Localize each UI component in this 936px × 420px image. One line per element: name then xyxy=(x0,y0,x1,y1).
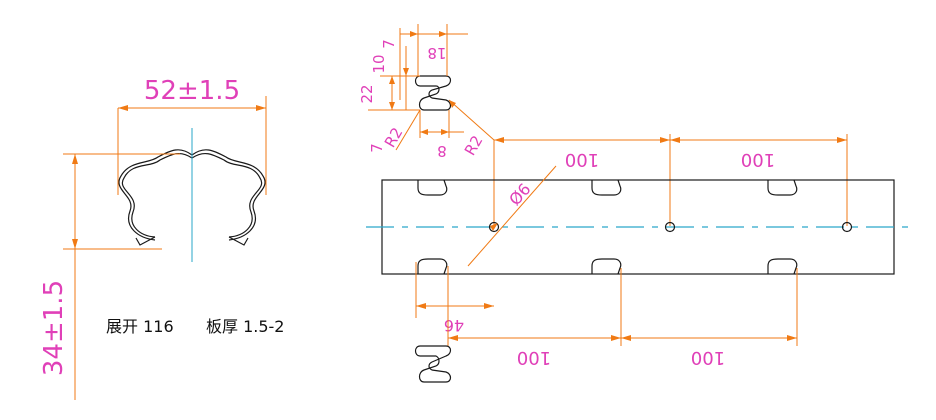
offset-46-label: 46 xyxy=(444,316,464,335)
slot-detail: 7 18 10 22 7 R2 8 R2 xyxy=(358,24,495,160)
hole-diameter-label: Ø6 xyxy=(505,179,534,209)
unfold-note: 展开 116 xyxy=(106,317,174,336)
profile-section: 52±1.5 34±1.5 展开 116 板厚 1.5-2 xyxy=(39,76,285,400)
slot-dim-8-label: 8 xyxy=(437,142,447,160)
bottom-spacing-2-label: 100 xyxy=(691,347,725,368)
bar-slot-bottom-3 xyxy=(767,258,798,275)
bar-hole-3 xyxy=(841,221,853,233)
top-spacing-2-label: 100 xyxy=(741,149,775,170)
bar-slot-top-2 xyxy=(591,179,622,196)
bar-slot-top-3 xyxy=(767,179,798,196)
bar-view: 100 100 Ø6 46 xyxy=(366,134,908,383)
bar-slot-top-1 xyxy=(417,179,448,196)
bar-hole-2 xyxy=(664,221,676,233)
profile-width-label: 52±1.5 xyxy=(144,76,240,106)
bar-slot-bottom-1 xyxy=(417,258,448,275)
top-spacing-1-label: 100 xyxy=(565,149,599,170)
slot-dim-10-label: 10 xyxy=(370,54,388,73)
slot-dim-22-label: 22 xyxy=(358,84,376,103)
slot-symbol xyxy=(414,345,452,383)
bar-slot-bottom-2 xyxy=(591,258,622,275)
slot-dim-18-label: 18 xyxy=(427,44,446,62)
slot-dim-7b-label: 7 xyxy=(368,143,386,153)
bottom-spacing-1-label: 100 xyxy=(517,347,551,368)
profile-height-label: 34±1.5 xyxy=(39,280,69,376)
slot-dim-7-label: 7 xyxy=(380,39,398,49)
slot-radius-right-label: R2 xyxy=(461,132,487,158)
bar-hole-1 xyxy=(488,221,500,233)
slot-shape xyxy=(414,75,452,111)
thickness-note: 板厚 1.5-2 xyxy=(206,317,285,336)
